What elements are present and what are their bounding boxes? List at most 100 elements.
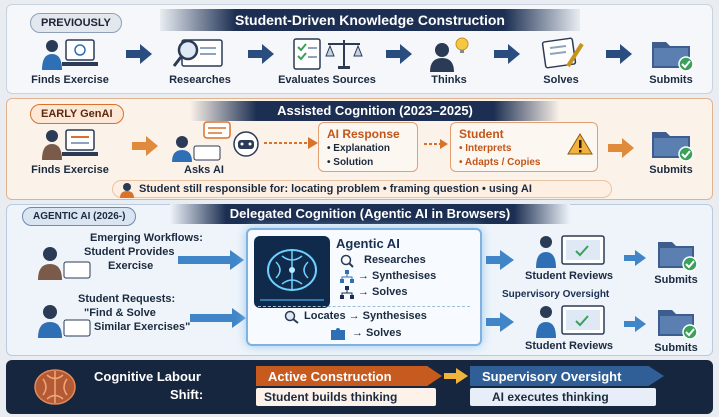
active-construction-banner: Active Construction (256, 366, 442, 386)
prev-step-solves: Solves (526, 36, 596, 86)
active-construction-title: Active Construction (268, 369, 392, 384)
shift-label: Shift: (170, 387, 204, 402)
arrow-right-icon (486, 312, 514, 332)
early-step-finds-exercise: Finds Exercise (30, 126, 110, 176)
arrow-right-icon (606, 44, 632, 64)
early-step-asks-ai: Asks AI (168, 120, 268, 176)
student-monitor-icon (536, 305, 605, 338)
supervisory-oversight-sub: AI executes thinking (492, 390, 609, 404)
step-label: Asks AI (184, 164, 224, 176)
dotted-arrow-icon (424, 139, 448, 149)
prev-step-finds-exercise: Finds Exercise (30, 36, 110, 86)
workflow-1-line: Exercise (108, 260, 154, 272)
arrow-right-icon (386, 44, 412, 64)
ai-response-item: • Explanation (327, 143, 390, 154)
step-label: Finds Exercise (31, 74, 109, 86)
supervisory-oversight-label: Supervisory Oversight (502, 289, 610, 300)
network-icon (340, 270, 354, 283)
ai-response-item: • Solution (327, 157, 374, 168)
step-label: Evaluates Sources (278, 74, 376, 86)
workflow-2-line: Similar Exercises" (94, 321, 191, 333)
workflow-1-line: Emerging Workflows: (90, 232, 203, 244)
arrow-right-icon (624, 250, 646, 266)
workflow-1-line: Student Provides (84, 246, 175, 258)
folder-check-icon (652, 42, 694, 72)
arrow-right-icon (132, 136, 158, 156)
student-icon (120, 183, 134, 198)
agentic-core-line: → Synthesises (358, 270, 437, 282)
student-laptop-icon (42, 129, 98, 160)
supervisory-oversight-sub-box: AI executes thinking (470, 388, 656, 406)
supervisory-oversight-title: Supervisory Oversight (482, 369, 622, 384)
arrow-right-icon (178, 250, 244, 270)
previously-title: Student-Driven Knowledge Construction (160, 9, 580, 31)
arrow-right-icon (126, 44, 152, 64)
step-label: Thinks (431, 74, 467, 86)
active-construction-sub-box: Student builds thinking (256, 388, 436, 406)
prev-step-thinks: Thinks (414, 36, 484, 86)
step-label: Finds Exercise (31, 164, 109, 176)
prev-step-researches: Researches (160, 36, 240, 86)
step-label: Student Reviews (524, 340, 614, 352)
previously-tag: PREVIOUSLY (30, 13, 122, 33)
arrow-right-icon (624, 316, 646, 332)
early-genai-tag: EARLY GenAI (30, 104, 124, 124)
agentic-core-line: → Solves (352, 327, 402, 339)
responsibility-note-text: Student still responsible for: locating … (139, 183, 532, 195)
search-icon (340, 254, 354, 268)
prev-step-submits: Submits (638, 36, 704, 86)
warning-icon (567, 133, 593, 155)
agentic-core-line: Researches (364, 254, 426, 266)
thinking-lightbulb-icon (430, 37, 469, 72)
student-item: • Interprets (459, 143, 512, 154)
student-box: Student • Interprets • Adapts / Copies (450, 122, 598, 172)
student-title: Student (459, 127, 504, 141)
arrow-right-icon (486, 250, 514, 270)
workflow-2-line: Student Requests: (78, 293, 176, 305)
student-reviews-2: Student Reviews (516, 302, 622, 352)
supervisory-oversight-banner: Supervisory Oversight (470, 366, 664, 386)
puzzle-icon (331, 328, 345, 340)
early-step-submits: Submits (638, 128, 704, 176)
folder-check-icon (658, 242, 698, 272)
arrow-right-icon (608, 138, 634, 158)
brain-icon (34, 369, 76, 405)
dotted-arrow-icon (264, 137, 318, 149)
folder-check-icon (658, 310, 698, 340)
checklist-scales-icon (293, 38, 363, 70)
student-monitor-icon (536, 235, 605, 268)
agentic-title: Delegated Cognition (Agentic AI in Brows… (170, 204, 570, 224)
student-laptop-icon (38, 305, 91, 338)
ai-response-box: AI Response • Explanation • Solution (318, 122, 418, 172)
early-genai-title: Assisted Cognition (2023–2025) (190, 101, 560, 121)
step-label: Submits (649, 74, 693, 86)
magnifier-browser-icon (172, 39, 223, 67)
agentic-tag: AGENTIC AI (2026-) (22, 207, 137, 226)
prev-step-evaluates-sources: Evaluates Sources (272, 36, 382, 86)
core-divider (258, 306, 470, 307)
student-reviews-1: Student Reviews (516, 232, 622, 282)
responsibility-note: Student still responsible for: locating … (112, 180, 612, 198)
hierarchy-icon (340, 286, 354, 299)
workflow-2-line: "Find & Solve (84, 307, 156, 319)
writing-paper-icon (541, 37, 584, 69)
ai-response-title: AI Response (327, 127, 400, 141)
step-label: Submits (654, 342, 698, 354)
student-laptop-icon (42, 39, 98, 70)
step-label: Researches (169, 74, 231, 86)
agentic-core-line: → Solves (358, 286, 408, 298)
arrow-right-icon (494, 44, 520, 64)
shift-label: Cognitive Labour (94, 369, 201, 384)
agentic-core-line: Locates → Synthesises (304, 310, 427, 322)
agentic-submits-1: Submits (646, 238, 706, 286)
arrow-right-icon (248, 44, 274, 64)
agentic-core-title: Agentic AI (336, 236, 400, 251)
folder-check-icon (652, 132, 694, 162)
active-construction-sub: Student builds thinking (264, 390, 398, 404)
arrow-right-icon (444, 368, 468, 384)
step-label: Submits (649, 164, 693, 176)
locate-search-icon (284, 310, 299, 324)
student-ai-chat-icon (172, 121, 259, 162)
agentic-submits-2: Submits (646, 306, 706, 354)
